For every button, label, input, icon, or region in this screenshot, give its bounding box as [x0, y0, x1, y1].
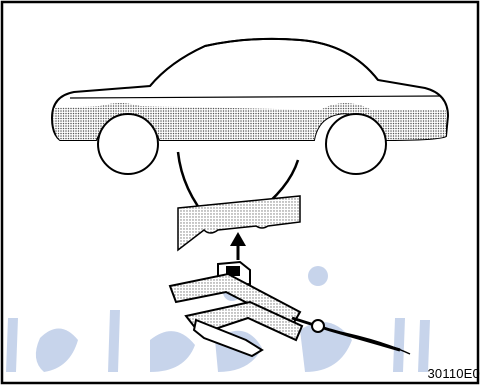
- up-arrow: [230, 232, 246, 260]
- front-wheel: [98, 114, 158, 174]
- scissor-jack: [170, 262, 410, 356]
- figure-code-label: 30110E0: [428, 366, 480, 381]
- car-illustration: [52, 39, 448, 174]
- rear-wheel: [326, 114, 386, 174]
- jack-screw-knob: [312, 320, 324, 332]
